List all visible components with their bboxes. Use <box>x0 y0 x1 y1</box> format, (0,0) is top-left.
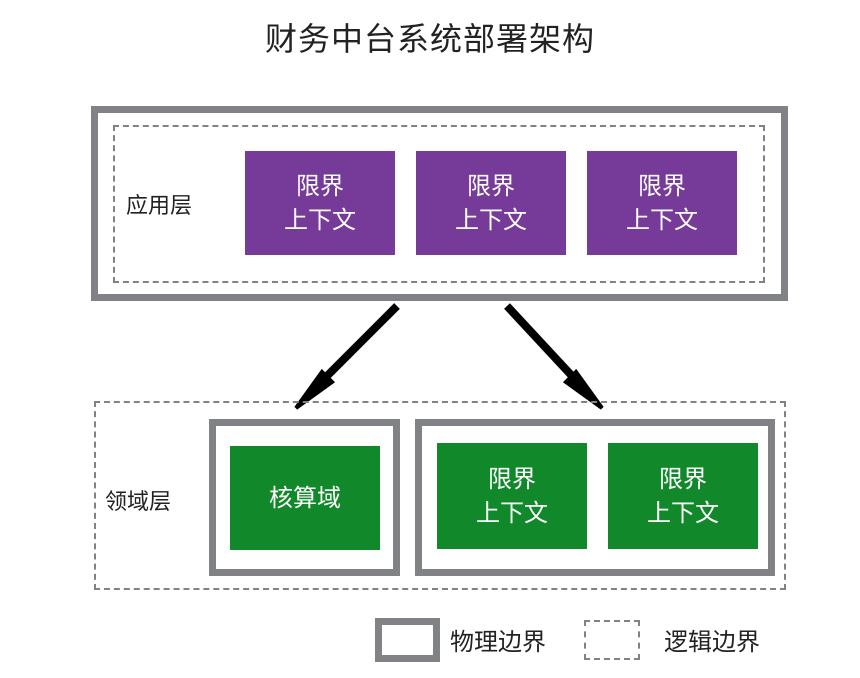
app-layer-physical-boundary <box>91 106 788 301</box>
app-bounded-context-2: 限界 上下文 <box>416 151 566 255</box>
core-domain-box: 核算域 <box>230 446 380 550</box>
context-label-line1: 限界 <box>467 172 515 200</box>
domain-bounded-context-1: 限界 上下文 <box>437 443 587 549</box>
core-domain-label: 核算域 <box>269 484 341 512</box>
legend-physical-label: 物理边界 <box>450 628 546 656</box>
context-label-line1: 限界 <box>659 465 707 493</box>
context-label-line2: 上下文 <box>284 206 356 234</box>
legend-logical-swatch <box>584 620 640 660</box>
domain-layer-label: 领域层 <box>105 490 172 515</box>
context-label-line2: 上下文 <box>647 499 719 527</box>
arrow-right-head <box>562 368 604 410</box>
arrow-left-head <box>294 368 336 410</box>
app-layer-label: 应用层 <box>126 194 193 219</box>
context-label-line1: 限界 <box>488 465 536 493</box>
context-label-line2: 上下文 <box>476 499 548 527</box>
legend-logical-label: 逻辑边界 <box>664 628 760 656</box>
app-bounded-context-3: 限界 上下文 <box>587 151 737 255</box>
domain-bounded-context-2: 限界 上下文 <box>608 443 758 549</box>
context-label-line2: 上下文 <box>455 206 527 234</box>
legend-physical-swatch <box>375 618 440 662</box>
app-bounded-context-1: 限界 上下文 <box>245 151 395 255</box>
context-label-line1: 限界 <box>296 172 344 200</box>
context-label-line2: 上下文 <box>626 206 698 234</box>
core-domain-physical-boundary <box>209 419 400 576</box>
domain-layer-logical-boundary <box>94 401 786 590</box>
app-layer-logical-boundary <box>113 125 765 283</box>
context-label-line1: 限界 <box>638 172 686 200</box>
diagram-title: 财务中台系统部署架构 <box>264 20 595 58</box>
domain-contexts-physical-boundary <box>415 419 775 576</box>
